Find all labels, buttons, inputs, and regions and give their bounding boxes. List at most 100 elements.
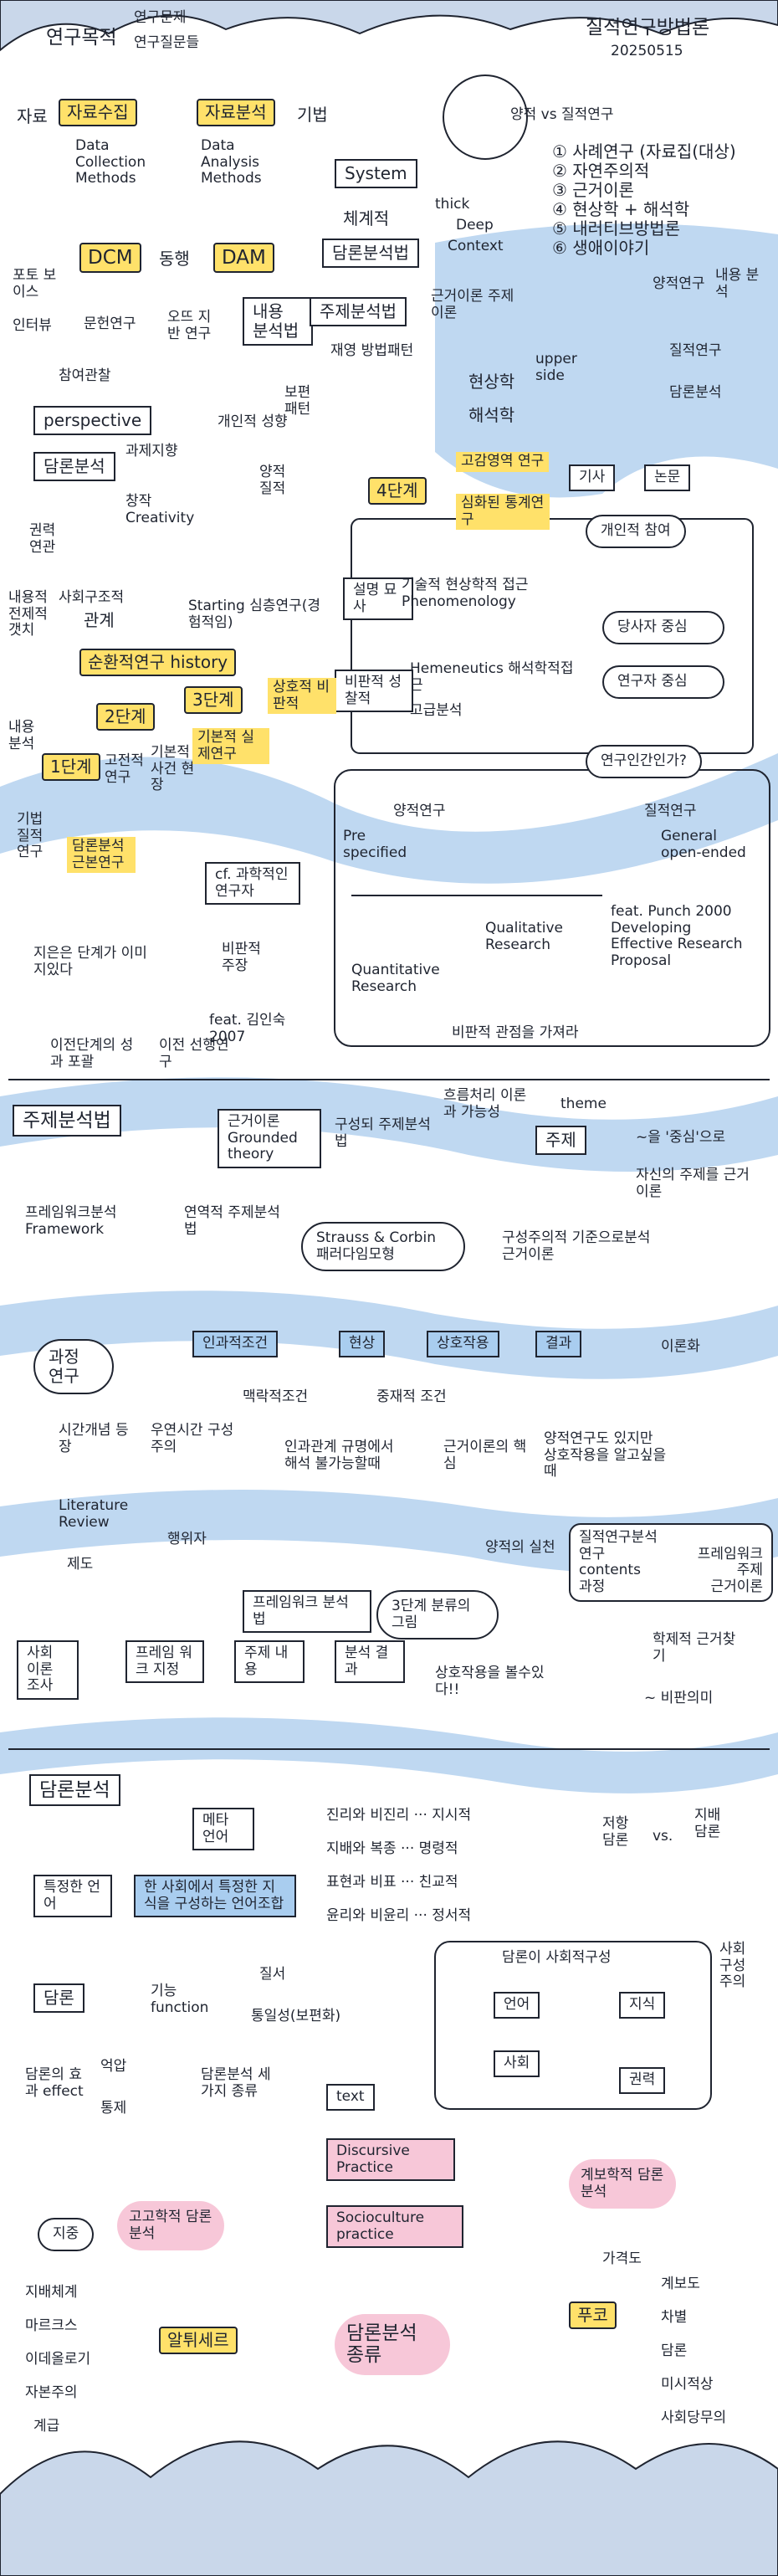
analysis-table-title: 질적연구분석 bbox=[579, 1529, 658, 1546]
method-item: ⑤ 내러티브방법론 bbox=[552, 218, 681, 239]
label-gwaje: 과제지향 bbox=[125, 443, 178, 459]
label-naeyong3: 내용 분석 bbox=[8, 719, 35, 752]
label-s2-sigan: 시간개념 등장 bbox=[59, 1422, 129, 1455]
label-damron-method: 담론분석법 bbox=[322, 239, 419, 268]
label-munheon: 문헌연구 bbox=[84, 316, 136, 332]
label-gwollyeok: 권력 연관 bbox=[29, 522, 56, 556]
label-s2-gyeolgwa: 결과 bbox=[535, 1331, 582, 1357]
label-s3-jabon: 자본주의 bbox=[25, 2384, 78, 2401]
label-gipun: 기본적 사건 현장 bbox=[151, 744, 195, 794]
label-s2-sangho: 상호작용을 볼수있다!! bbox=[435, 1665, 545, 1698]
label-s2-joong: ~을 '중심'으로 bbox=[636, 1129, 726, 1146]
label-s2-step3: 분석 결과 bbox=[335, 1640, 405, 1684]
analysis-cell: contents bbox=[579, 1562, 641, 1579]
label-s3-gwollyeok: 권력 bbox=[619, 2067, 666, 2094]
label-s3-damron2: 담론 bbox=[33, 1983, 84, 2013]
label-s3-altusser: 알튀세르 bbox=[159, 2327, 238, 2354]
label-pre: Pre specified bbox=[343, 828, 407, 861]
label-qualitative: Qualitative Research bbox=[485, 920, 564, 953]
label-yeonguja: 연구자 중심 bbox=[602, 665, 724, 699]
label-s3-damron-jong: 담론분석 종류 bbox=[335, 2314, 450, 2375]
label-s2-gujeong: 구성주의적 기준으로분석 근거이론 bbox=[502, 1229, 651, 1263]
label-changjak: 창작 Creativity bbox=[125, 493, 195, 526]
label-s2-yeonyeok: 연역적 주제분석법 bbox=[184, 1204, 280, 1238]
label-s3-jibae3: 지배체계 bbox=[25, 2284, 78, 2301]
method-item: ③ 근거이론 bbox=[552, 180, 634, 200]
label-sangho: 상호적 비판적 bbox=[268, 678, 336, 715]
label-s3-gyebo: 계보학적 담론분석 bbox=[569, 2159, 676, 2209]
label-ijeon2: 이전 선행연구 bbox=[159, 1037, 229, 1070]
label-dongwang: 동행 bbox=[159, 249, 190, 269]
label-s2-heureum: 흐름처리 이론과 가능성 bbox=[443, 1087, 527, 1121]
label-s2-hyeonsang: 현상 bbox=[339, 1331, 386, 1357]
analysis-table: 질적연구분석 연구 프레임워크 contents 주제 과정 근거이론 bbox=[569, 1523, 773, 1603]
label-s3-gogohak: 고고학적 담론분석 bbox=[117, 2201, 224, 2251]
label-feat-kim: feat. 김인숙 2007 bbox=[209, 1012, 286, 1045]
label-bipan: 비판적 성찰적 bbox=[335, 670, 413, 713]
label-dcm: DCM bbox=[79, 243, 141, 274]
label-yeongu-q: 연구인간인가? bbox=[586, 745, 702, 778]
label-naeyong-jeonje: 내용적 전제적 갯치 bbox=[8, 589, 48, 639]
label-jiljeok-yeongu: 질적연구 bbox=[644, 803, 697, 819]
label-jaeyeong: 재영 방법패턴 bbox=[330, 342, 414, 359]
label-s2-inkwa2: 인과관계 규명에서 해석 불가능할때 bbox=[284, 1439, 394, 1472]
label-naeyong2: 내용 분석 bbox=[715, 267, 760, 300]
analysis-cell: 근거이론 bbox=[710, 1578, 763, 1595]
label-s2-theme: theme bbox=[560, 1096, 607, 1112]
page-title: 질적연구방법론 bbox=[586, 17, 710, 38]
label-s3-sahoe-gu: 사회 구성 주의 bbox=[719, 1941, 746, 1991]
label-s2-jasin: 자신의 주제를 근거이론 bbox=[636, 1167, 750, 1200]
label-data-analysis: 자료분석 bbox=[197, 99, 275, 126]
label-cf: cf. 과학적인 연구자 bbox=[205, 862, 300, 906]
label-s2-step1: 프레임 워크 지정 bbox=[125, 1640, 204, 1684]
label-gisul: 기술적 현상학적 접근 Phenomenology bbox=[402, 577, 529, 610]
analysis-row: contents 주제 bbox=[579, 1563, 763, 1579]
label-s2-jedo: 제도 bbox=[67, 1556, 94, 1573]
label-s2-yangjeok2: 양적의 실천 bbox=[485, 1539, 555, 1556]
label-upper-side: upper side bbox=[535, 351, 577, 384]
label-thick: thick bbox=[435, 196, 470, 213]
label-gwangye: 관계 bbox=[84, 610, 115, 630]
label-haeseokhak: 해석학 bbox=[468, 405, 515, 425]
label-sinbihan: 고감영역 연구 bbox=[456, 452, 550, 472]
label-step1: 1단계 bbox=[42, 753, 100, 781]
label-s3-yunri: 윤리와 비윤리 ··· 정서적 bbox=[326, 1907, 472, 1924]
label-s2-strauss: Strauss & Corbin 패러다임모형 bbox=[301, 1222, 465, 1272]
label-s2-framework: 프레임워크분석 Framework bbox=[25, 1204, 117, 1238]
label-jiljeok2: 질적연구 bbox=[669, 342, 722, 359]
label-gibon: 기본적 실제연구 bbox=[192, 728, 269, 765]
label-chamyeo: 참여관찰 bbox=[59, 367, 111, 384]
label-s3-socio: Socioculture practice bbox=[326, 2205, 463, 2249]
dots-circle bbox=[443, 74, 528, 160]
label-s2-bipan: ~ 비판의미 bbox=[644, 1690, 714, 1706]
label-s2-haengwija: 행위자 bbox=[167, 1531, 207, 1547]
label-jipeun: 지은은 단계가 이미지있다 bbox=[33, 945, 147, 978]
label-s2-gujo: 구성되 주제분석법 bbox=[335, 1116, 431, 1150]
label-step3: 3단계 bbox=[184, 686, 243, 714]
label-step4: 4단계 bbox=[368, 477, 427, 505]
label-s3-sabyeol: 차별 bbox=[661, 2309, 688, 2326]
label-s3-pyohyeon: 표현과 비표 ··· 친교적 bbox=[326, 1874, 458, 1891]
label-yangjeok-jiljeok: 양적 질적 bbox=[259, 464, 286, 497]
label-damron3: 담론분석 근본연구 bbox=[67, 837, 136, 874]
label-s3-damron-s: 담론이 사회적구성 bbox=[502, 1949, 612, 1966]
label-s2-sanghojakyong: 상호작용 bbox=[427, 1331, 499, 1357]
label-punch: feat. Punch 2000 Developing Effective Re… bbox=[611, 903, 743, 969]
label-s2-sahoe: 사회 이론 조사 bbox=[17, 1640, 79, 1700]
label-gisa: 기사 bbox=[569, 464, 616, 491]
river-1 bbox=[435, 223, 778, 498]
label-s3-damron3: 담론의 효과 effect bbox=[25, 2066, 84, 2100]
label-s3-jeohang: 저항 담론 bbox=[602, 1815, 629, 1849]
label-photovoice: 포토 보이스 bbox=[13, 267, 57, 300]
label-s2-ujeok: 우연시간 구성주의 bbox=[151, 1422, 234, 1455]
label-yangjeok-vs: 양적 vs 질적연구 bbox=[510, 106, 614, 123]
label-s3-ideol: 이데올로기 bbox=[25, 2351, 91, 2368]
label-s3-jilseo: 질서 bbox=[259, 1966, 286, 1983]
label-history: 순환적연구 history bbox=[79, 649, 237, 676]
label-ijeon: 이전단계의 성과 포괄 bbox=[50, 1037, 134, 1070]
label-jiban: 오뜨 지반 연구 bbox=[167, 309, 212, 342]
label-s3-gyegeup: 계급 bbox=[33, 2418, 60, 2435]
label-s2-maekrak: 맥락적조건 bbox=[243, 1388, 309, 1405]
label-s3-damron4: 담론 bbox=[661, 2343, 688, 2359]
